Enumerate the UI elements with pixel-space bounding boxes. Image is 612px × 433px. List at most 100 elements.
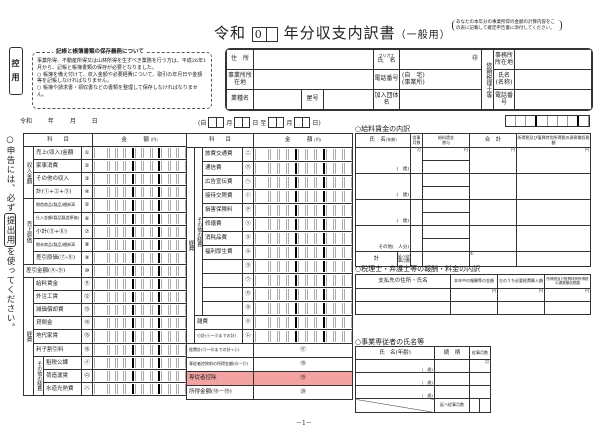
shop-name-field[interactable] [322, 89, 375, 110]
family-name-field[interactable]: ( 歳) [355, 372, 435, 386]
employee-name-field[interactable]: その他( 人分) [354, 225, 412, 252]
family-months-field[interactable]: 月 [469, 359, 491, 373]
relation-field[interactable] [434, 372, 470, 386]
total-field[interactable] [469, 225, 518, 252]
amount-field[interactable] [253, 175, 354, 190]
salary-row: ( 歳) [354, 199, 592, 226]
amount-field[interactable] [253, 203, 354, 218]
salary-name-header: 氏 名(年齢) [354, 133, 412, 148]
business-type-field[interactable] [253, 89, 302, 110]
row-number: ⑧ [80, 237, 94, 252]
amount-field[interactable] [92, 185, 188, 200]
employee-name-field[interactable]: ( 歳) [354, 147, 412, 174]
sum-tax[interactable] [516, 251, 592, 267]
fee-expense-field[interactable] [497, 301, 545, 315]
amount-field[interactable] [253, 231, 354, 246]
amount-field[interactable] [92, 368, 188, 383]
pay-field[interactable] [422, 225, 471, 239]
phone-label: 電話番号 [373, 69, 401, 90]
bonus-field[interactable] [422, 186, 471, 200]
months-field[interactable] [410, 199, 424, 226]
amount-field[interactable] [253, 161, 354, 176]
relation-field[interactable] [434, 359, 470, 373]
amount-field[interactable] [253, 315, 354, 330]
amount-field[interactable] [92, 211, 188, 226]
family-name-field[interactable]: ( 歳) [355, 385, 435, 399]
ta-name-field[interactable] [514, 69, 593, 90]
employee-name-field[interactable]: ( 歳) [354, 173, 412, 200]
amount-field[interactable] [253, 301, 354, 316]
amount-field[interactable] [92, 224, 188, 239]
from-month-field[interactable] [208, 117, 225, 128]
amount-field[interactable] [92, 303, 188, 318]
fee-tax-field[interactable]: 円 [544, 288, 591, 302]
amount-field[interactable] [92, 159, 188, 174]
amount-field[interactable] [92, 290, 188, 305]
months-field[interactable]: 月 [410, 147, 424, 174]
amount-field[interactable] [92, 342, 188, 357]
amount-field[interactable] [92, 146, 188, 161]
total-months-label: 延べ従事月数 [396, 251, 412, 267]
months-field[interactable] [410, 225, 424, 252]
fee-amount-field[interactable] [450, 301, 498, 315]
ta-office-field[interactable] [514, 49, 593, 70]
table-row: 所得金額(⑱－⑲)⑳ [185, 385, 354, 400]
family-months-field[interactable] [469, 372, 491, 386]
fee-expense-field[interactable]: 円 [497, 288, 545, 302]
amount-field[interactable] [92, 263, 188, 279]
total-field[interactable]: 円 [469, 147, 518, 174]
total-field[interactable] [469, 199, 518, 226]
amount-field[interactable] [92, 277, 188, 292]
office-location-field[interactable] [252, 69, 375, 90]
amount-field[interactable] [92, 172, 188, 187]
from-day-field[interactable] [234, 117, 251, 128]
family-months-field[interactable] [469, 385, 491, 399]
tax-field[interactable] [516, 199, 592, 226]
amount-field[interactable] [92, 355, 188, 370]
amount-field[interactable] [92, 237, 188, 252]
pay-field[interactable] [422, 199, 471, 213]
amount-field[interactable] [253, 287, 354, 302]
relation-field[interactable] [434, 385, 470, 399]
ta-phone-field[interactable] [514, 89, 593, 110]
number-box[interactable] [505, 115, 590, 127]
bonus-field[interactable] [422, 160, 471, 174]
to-day-field[interactable] [294, 117, 311, 128]
amount-field[interactable] [253, 329, 354, 344]
address-field[interactable] [252, 49, 375, 70]
fee-tax-field[interactable] [544, 301, 591, 315]
total-field[interactable] [469, 173, 518, 200]
amount-field[interactable] [253, 189, 354, 204]
amount-field[interactable] [253, 147, 354, 162]
bonus-field[interactable] [422, 238, 471, 252]
amount-field[interactable] [253, 259, 354, 274]
tax-field[interactable] [516, 225, 592, 252]
amount-field[interactable] [253, 245, 354, 260]
tax-field[interactable] [516, 173, 592, 200]
employee-name-field[interactable]: ( 歳) [354, 199, 412, 226]
amount-field[interactable] [92, 250, 188, 265]
family-name-field[interactable]: ( 歳) [355, 359, 435, 373]
name-field[interactable]: ㊞ [399, 49, 483, 70]
amount-field[interactable] [92, 198, 188, 213]
amount-field[interactable] [253, 273, 354, 288]
pay-field[interactable]: 円 [422, 147, 471, 161]
year-field[interactable]: 0 [251, 26, 278, 42]
months-field[interactable] [410, 173, 424, 200]
payee-field[interactable] [355, 301, 451, 315]
fee-amount-field[interactable]: 円 [450, 288, 498, 302]
to-month-field[interactable] [268, 117, 285, 128]
family-total-months-field[interactable] [479, 398, 491, 413]
tax-field[interactable]: 円 [516, 147, 592, 174]
phone-field[interactable]: (自 宅)(事業所) [399, 69, 483, 90]
pay-field[interactable] [422, 173, 471, 187]
payee-field[interactable] [355, 288, 451, 302]
family-total-months-field[interactable] [469, 398, 480, 413]
amount-field[interactable] [92, 316, 188, 331]
amount-field[interactable] [92, 381, 188, 396]
amount-field[interactable] [92, 329, 188, 344]
association-field[interactable] [399, 89, 483, 110]
table-row: 小計(⑤+⑥)⑦ [24, 224, 188, 239]
amount-field[interactable] [253, 217, 354, 232]
bonus-field[interactable] [422, 212, 471, 226]
